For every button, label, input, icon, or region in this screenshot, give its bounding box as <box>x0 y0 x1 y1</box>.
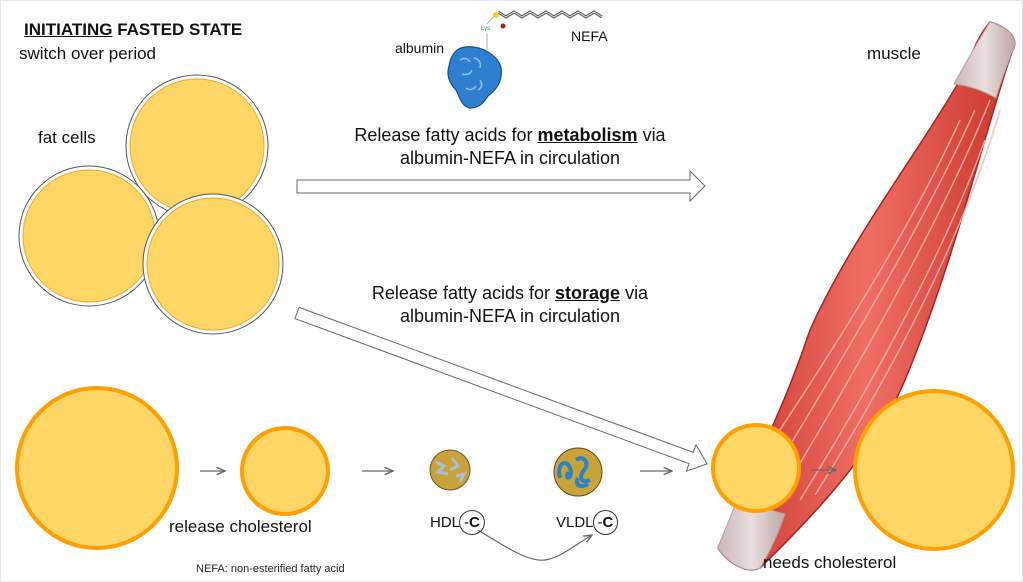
vldl-particle-icon <box>553 447 603 497</box>
metabolism-prefix: Release fatty acids for <box>354 125 533 145</box>
vldl-c-badge: -C <box>592 510 619 535</box>
nefa-label: NEFA <box>571 28 608 44</box>
storage-prefix: Release fatty acids for <box>371 283 550 303</box>
lipid-droplet-arriving <box>711 423 801 513</box>
title-rest: FASTED STATE <box>117 20 243 39</box>
metabolism-suffix: via <box>642 125 666 145</box>
muscle-label: muscle <box>867 44 921 63</box>
storage-pathway-text: Release fatty acids for storage via albu… <box>340 282 680 328</box>
fat-cell <box>146 197 280 331</box>
fat-cell <box>129 78 265 214</box>
fat-cell <box>22 169 156 303</box>
storage-arrow <box>294 306 708 472</box>
hdl-name: HDL <box>430 514 461 531</box>
albumin-molecule-icon <box>447 13 503 109</box>
metabolism-line2: albumin-NEFA in circulation <box>399 148 621 168</box>
metabolism-keyword: metabolism <box>537 125 638 145</box>
lipid-droplet-small <box>240 426 330 516</box>
muscle-icon <box>717 21 1016 571</box>
release-cholesterol-label: release cholesterol <box>169 517 312 536</box>
page-subtitle: switch over period <box>19 44 157 63</box>
hdl-particle-icon <box>429 449 471 491</box>
footnote: NEFA: non-esterified fatty acid <box>196 563 345 575</box>
fat-cells-cluster <box>18 74 284 335</box>
needs-cholesterol-label: needs cholesterol <box>763 553 897 572</box>
hdl-to-vldl-arrow <box>477 529 592 561</box>
metabolism-pathway-text: Release fatty acids for metabolism via a… <box>340 124 680 170</box>
metabolism-arrow <box>296 169 706 203</box>
vldl-name: VLDL <box>556 514 594 531</box>
storage-line2: albumin-NEFA in circulation <box>399 306 621 326</box>
vldl-c-tag: C <box>602 514 614 531</box>
hdl-c-badge: -C <box>459 510 485 535</box>
storage-keyword: storage <box>555 283 621 303</box>
vldl-c-label: VLDL-C <box>556 510 619 535</box>
nefa-chain-icon <box>493 10 603 29</box>
hdl-c-label: HDL-C <box>430 510 485 535</box>
hdl-c-tag: C <box>469 514 480 531</box>
page-title: INITIATING FASTED STATE <box>24 20 242 40</box>
title-underlined: INITIATING <box>24 20 113 39</box>
storage-suffix: via <box>625 283 649 303</box>
albumin-label: albumin <box>395 40 445 56</box>
lys-label: Lys <box>481 26 491 32</box>
lipid-droplet-large <box>15 386 179 550</box>
lipid-droplet-enlarged <box>853 389 1015 551</box>
fat-cells-label: fat cells <box>38 128 96 147</box>
